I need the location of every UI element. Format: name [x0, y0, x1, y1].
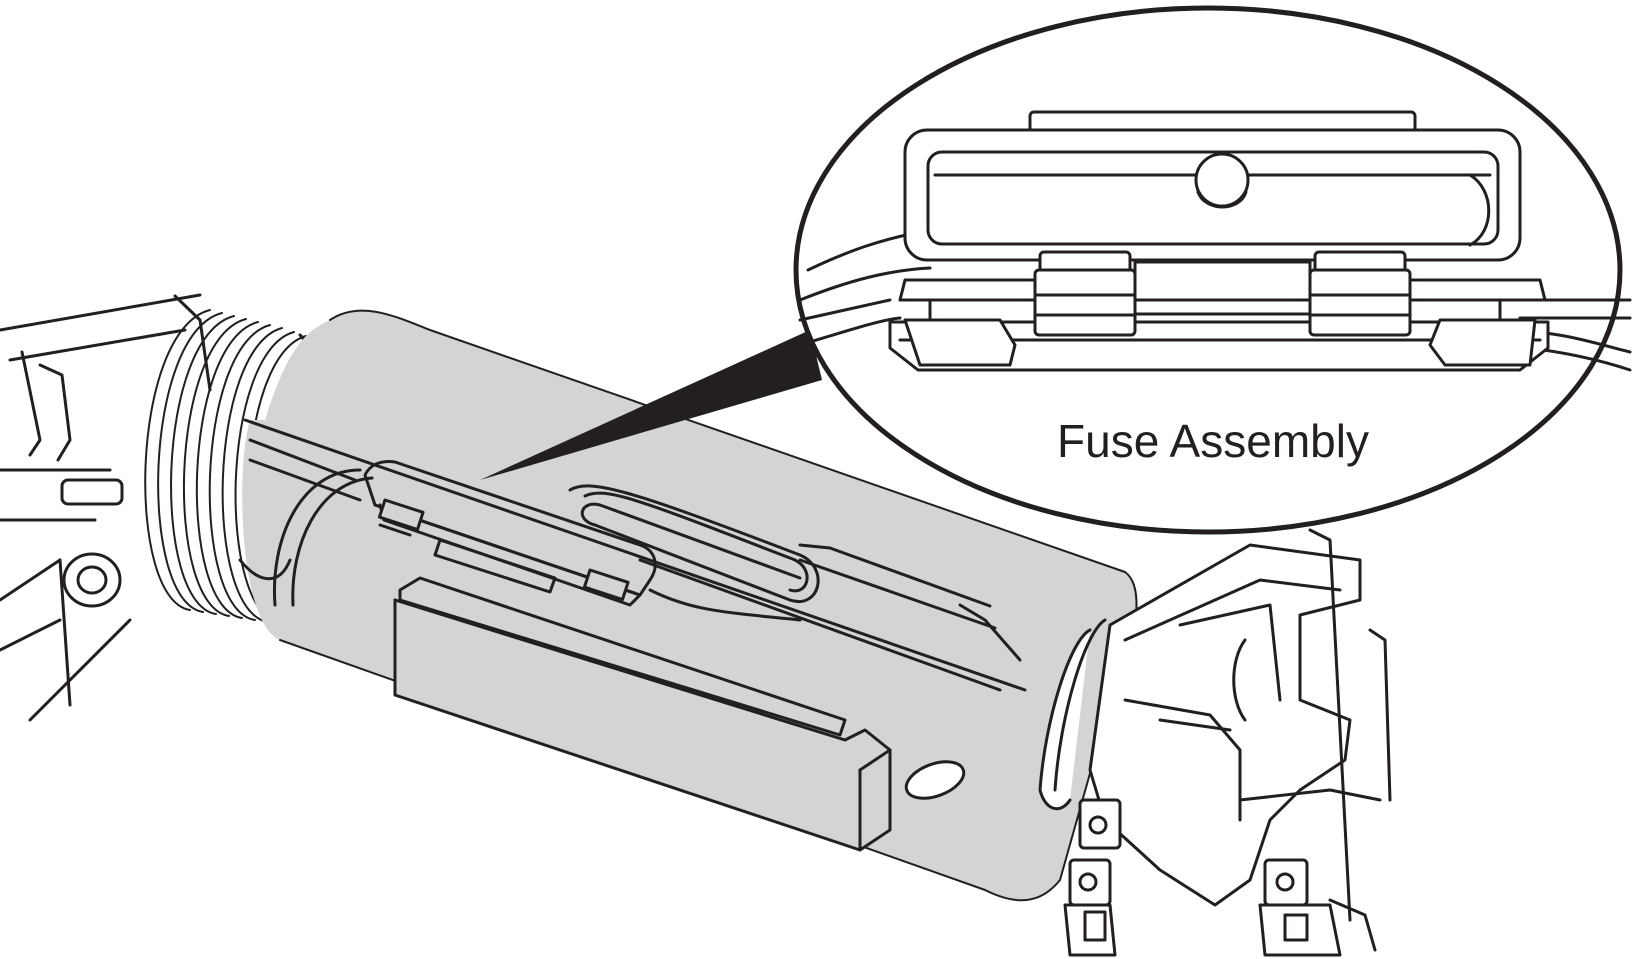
callout-label: Fuse Assembly [1057, 415, 1369, 467]
wire-harness [238, 418, 1027, 852]
left-frame-structure [0, 293, 212, 722]
internal-fuse-holder [363, 460, 657, 607]
fuse-assembly-detail [798, 110, 1632, 372]
callout-leader [480, 330, 822, 480]
right-bracket-connector [1038, 528, 1392, 957]
